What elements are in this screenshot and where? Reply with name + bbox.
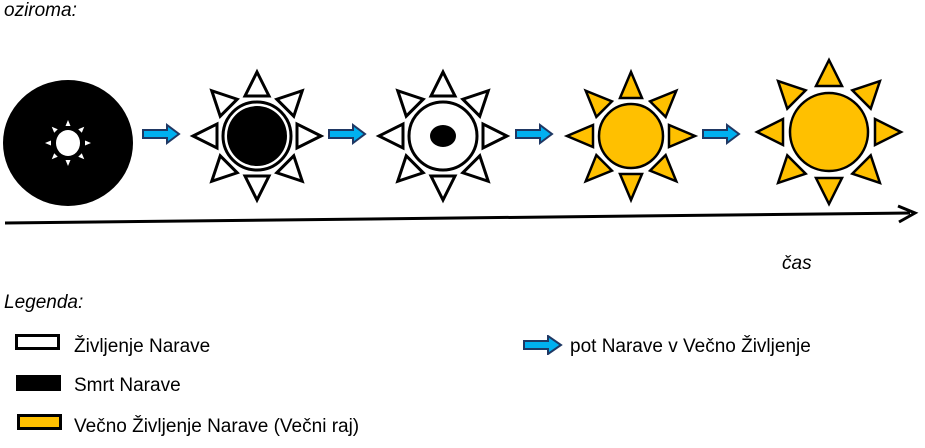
sun-ray [460,88,491,119]
transition-arrow-icon [328,123,367,145]
sun-life-dark [189,68,325,204]
sun-ray [45,140,51,146]
sun-eternal-large [754,57,904,207]
sun-ray [481,121,511,151]
legend-swatch-death [16,375,61,391]
sun-ray [850,153,882,185]
sun-ray [242,174,272,204]
sun-ray [583,88,615,120]
transition-arrow-icon [702,123,741,145]
sun-ray [85,140,91,146]
sun-ray [813,176,845,207]
sun-ray [460,153,491,184]
transition-arrow-icon [515,123,554,145]
sun-ray [563,123,595,149]
sun-ray [754,116,785,148]
sun-ray [776,79,808,111]
sun-ray [51,126,58,133]
legend-label-death: Smrt Narave [74,375,181,396]
sun-ray [189,121,219,151]
sun-ray [395,153,426,184]
legend-label-life: Življenje Narave [74,336,211,357]
sun-ray [776,153,808,185]
sun-ray [375,121,405,151]
legend-swatch-eternal-life [17,414,62,430]
sun-ray [295,121,325,151]
sun-life-light [375,68,511,204]
legend-label-eternal-life: Večno Življenje Narave (Večni raj) [74,416,360,437]
sun-body [788,91,870,173]
legend-label-path: pot Narave v Večno Življenje [570,336,811,357]
time-axis-arrowhead [897,204,919,224]
sun-ray [647,152,679,184]
sun-ray [65,160,71,166]
sun-core-black [227,106,287,166]
sun-ray [618,172,644,204]
time-axis-label: čas [782,253,812,274]
intro-text: oziroma: [4,0,77,21]
sun-ray [209,153,240,184]
transition-arrow-icon [142,123,181,145]
sun-core-black [430,125,456,147]
small-white-sun [56,130,80,156]
legend-title: Legenda: [4,292,84,313]
sun-ray [274,88,305,119]
sun-ray [647,88,679,120]
sun-ray [395,88,426,119]
sun-ray [274,153,305,184]
sun-ray [583,152,615,184]
sun-ray [813,57,845,88]
sun-ray [209,88,240,119]
sun-ray [78,153,85,160]
sun-ray [242,68,272,98]
sun-ray [428,68,458,98]
sun-ray [78,126,85,133]
sun-ray [428,174,458,204]
sun-ray [873,116,904,148]
legend-swatch-life [15,334,60,350]
sun-ray [618,68,644,100]
sun-ray [65,120,71,126]
time-axis-line [4,211,911,225]
sun-ray [51,153,58,160]
sun-body [597,102,665,170]
sun-eternal-small [563,68,699,204]
sun-ray [667,123,699,149]
sun-ray [850,79,882,111]
legend-arrow-icon [523,335,563,355]
sun-death [3,80,133,206]
